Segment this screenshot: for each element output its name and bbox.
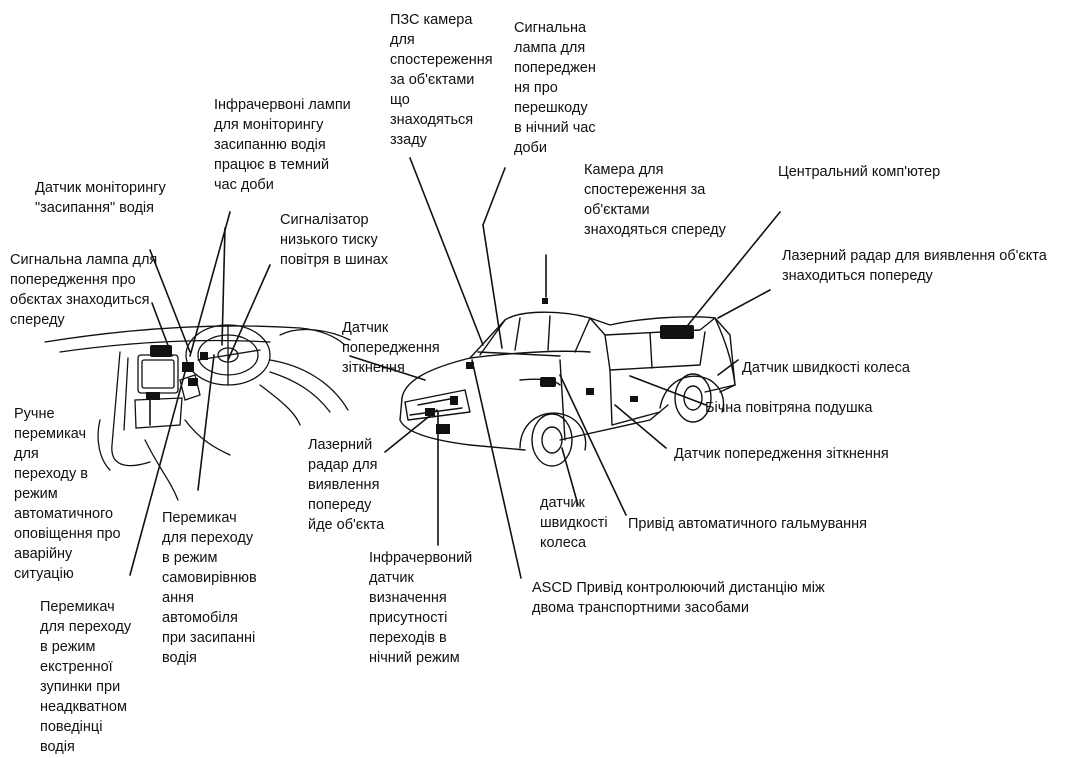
leader-lines: [129, 157, 781, 579]
label-tire-pressure: Сигналізатор низького тиску повітря в ши…: [280, 212, 389, 268]
label-infrared-lamps: Інфрачервоні лампи для моніторингу засип…: [214, 97, 351, 193]
label-side-airbag: Бічна повітряна подушка: [705, 400, 873, 416]
label-ascd-drive: ASCD Привід контролюючий дистанцію між д…: [532, 580, 825, 616]
label-collision-sensor-right: Датчик попередження зіткнення: [674, 446, 889, 462]
label-front-camera: Камера для спостереження за об'єктами зн…: [584, 162, 726, 238]
label-emergency-stop-switch: Перемикач для переходу в режим екстренно…: [40, 599, 132, 755]
label-self-recovery-switch: Перемикач для переходу в режим самовирів…: [162, 510, 257, 666]
label-laser-radar-ahead: Лазерний радар для виявлення попереду йд…: [308, 437, 385, 533]
label-infrared-presence-sensor: Інфрачервоний датчик визначення присутно…: [369, 550, 473, 666]
label-auto-brake-drive: Привід автоматичного гальмування: [628, 516, 868, 532]
label-manual-switch: Ручне перемикач для переходу в режим авт…: [14, 406, 121, 582]
label-wheel-speed-sensor-right: Датчик швидкості колеса: [742, 360, 910, 376]
label-night-obstacle-lamp: Сигнальна лампа для попереджен ня про пе…: [514, 20, 596, 156]
label-collision-warning-sensor: Датчик попередження зіткнення: [342, 320, 440, 376]
label-central-computer: Центральний комп'ютер: [778, 164, 941, 180]
label-laser-radar-front: Лазерний радар для виявлення об'єкта зна…: [782, 248, 1047, 284]
label-pzs-camera: ПЗС камера для спостереження за об'єктам…: [390, 12, 493, 148]
label-wheel-speed-sensor-low: датчик швидкості колеса: [540, 495, 608, 551]
dashboard-devices: [146, 345, 208, 400]
label-front-warning-lamp: Сигнальна лампа для попередження про обє…: [10, 252, 158, 328]
label-drowsiness-sensor: Датчик моніторингу "засипання" водія: [35, 180, 166, 216]
car-components: [425, 298, 694, 434]
car-illustration: [399, 311, 736, 467]
